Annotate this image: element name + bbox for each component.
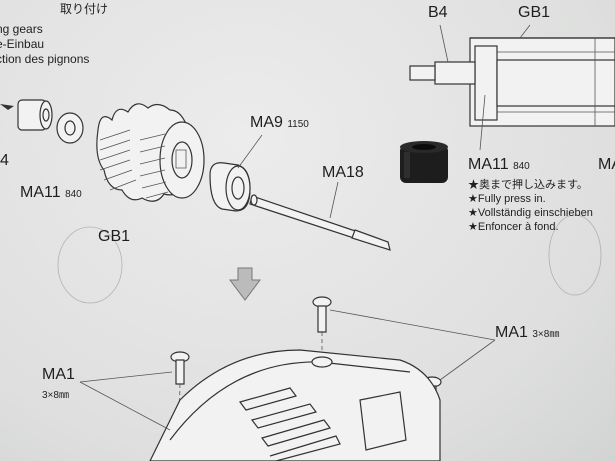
label-ma11-right: MA11 840: [468, 156, 530, 173]
ma9-bearing-part: [209, 134, 263, 212]
instruction-de: ★Vollständig einschieben: [468, 207, 593, 219]
label-ma-partial: MA: [598, 156, 615, 173]
header-title-de: e-Einbau: [0, 37, 45, 51]
header-title-fr: ction des pignons: [0, 52, 90, 66]
down-arrow-icon: [229, 267, 261, 301]
label-gb1-left: GB1: [98, 228, 131, 245]
instruction-fr: ★Enfoncer à fond.: [468, 221, 559, 233]
label-ma1-left-size: 3×8㎜: [42, 390, 69, 401]
label-ma1-left: MA1: [42, 366, 75, 383]
label-ma1-right: MA1 3×8㎜: [495, 324, 560, 341]
label-ma9: MA9 1150: [250, 114, 309, 131]
header-title-en: ng gears: [0, 22, 43, 36]
chassis-part: [149, 349, 441, 461]
header-title-jp: 取り付け: [60, 2, 109, 16]
gear-housing-cutaway: [409, 24, 615, 151]
instruction-en: ★Fully press in.: [468, 193, 546, 205]
label-left-partial: 4: [0, 152, 9, 169]
ma11-washer-part: [56, 112, 84, 144]
instruction-jp: ★奥まで押し込みます。: [468, 179, 588, 191]
label-ma11-left: MA11 840: [20, 184, 82, 201]
label-b4: B4: [428, 4, 448, 21]
ma18-shaft-part: [249, 181, 391, 251]
leader-lines: [79, 309, 496, 431]
left-bearing-part: [0, 99, 53, 131]
label-gb1-right: GB1: [518, 4, 551, 21]
gb1-gear-part: [96, 103, 205, 202]
faded-gear-background: [57, 214, 602, 304]
bushing-photo: [400, 141, 448, 183]
label-ma18: MA18: [322, 164, 364, 181]
